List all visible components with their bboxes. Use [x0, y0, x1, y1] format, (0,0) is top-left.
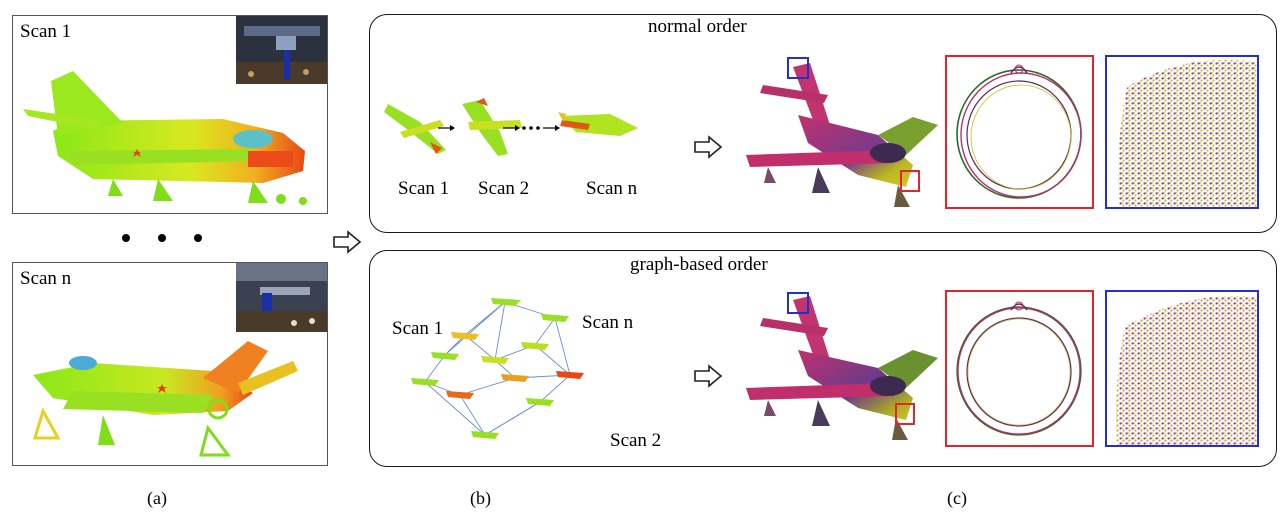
normal-red-zoom-panel [945, 55, 1094, 209]
normal-blue-highlight-box [787, 57, 809, 79]
graph-blue-zoom-panel [1105, 290, 1259, 447]
scan-n-point-cloud [32, 341, 298, 457]
graph-scan-1-label: Scan 1 [392, 318, 444, 339]
normal-scan-1-label: Scan 1 [398, 178, 450, 199]
normal-scan-2-label: Scan 2 [478, 178, 530, 199]
graph-order-merged-cloud [746, 296, 938, 440]
normal-order-title: normal order [648, 16, 747, 37]
scan-1-panel: Scan 1 [12, 15, 328, 214]
normal-order-scan-sequence [384, 98, 638, 156]
sequence-arrow-2-icon [503, 125, 520, 131]
scan-1-point-cloud [23, 71, 307, 205]
graph-order-arrow-icon [694, 364, 723, 388]
scan-n-photo-inset [236, 263, 327, 332]
scan-graph [411, 298, 584, 439]
right-arrow-icon [333, 230, 362, 254]
scan-1-label: Scan 1 [20, 21, 72, 42]
graph-red-zoom-panel [945, 290, 1094, 447]
ellipsis-dot-3-icon [194, 234, 202, 242]
sequence-arrow-1-icon [438, 125, 455, 131]
caption-a: (a) [147, 488, 167, 508]
graph-order-title: graph-based order [630, 254, 768, 275]
scan-1-photo-inset [236, 16, 327, 84]
scan-n-label: Scan n [20, 268, 72, 289]
graph-scan-n-label: Scan n [582, 312, 634, 333]
scan-n-panel: Scan n [12, 262, 328, 466]
normal-order-arrow-icon [694, 135, 723, 159]
graph-red-highlight-box [895, 403, 915, 425]
caption-b: (b) [470, 488, 491, 508]
ellipsis-dot-1-icon [122, 234, 130, 242]
normal-red-highlight-box [900, 170, 920, 192]
graph-blue-highlight-box [787, 292, 809, 314]
sequence-ellipsis-icon [522, 126, 544, 130]
normal-blue-zoom-panel [1105, 55, 1259, 209]
caption-c: (c) [947, 488, 967, 508]
normal-scan-n-label: Scan n [586, 178, 638, 199]
normal-order-merged-cloud [746, 63, 938, 207]
sequence-arrow-3-icon [543, 125, 560, 131]
graph-scan-2-label: Scan 2 [610, 430, 662, 451]
ellipsis-dot-2-icon [158, 234, 166, 242]
